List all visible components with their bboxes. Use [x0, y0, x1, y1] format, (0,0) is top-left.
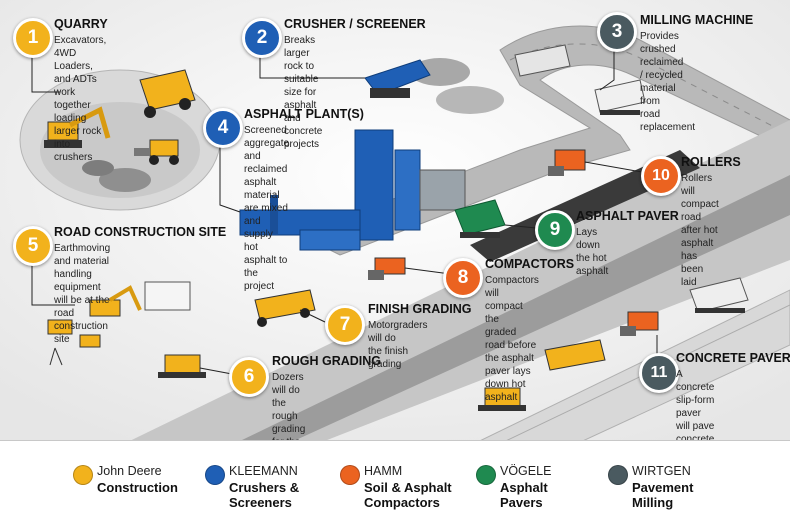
callout-title: MILLING MACHINE: [640, 13, 754, 27]
callout-title: CRUSHER / SCREENER: [284, 17, 426, 31]
callout-title: QUARRY: [54, 17, 108, 31]
brand-legend: John Deere Construction KLEEMANN Crusher…: [0, 440, 790, 519]
legend-product: Construction: [97, 480, 178, 495]
concrete-slipform-paver: [689, 277, 749, 313]
legend-brand: VÖGELE: [500, 464, 552, 478]
callout-desc: Provides crushed reclaimed/ recycled mat…: [640, 31, 696, 133]
legend-brand: John Deere: [97, 464, 162, 478]
callout-title: ROUGH GRADING: [272, 354, 382, 368]
gravel-piles: [410, 58, 504, 114]
legend-product: Crushers & Screeners: [229, 480, 300, 510]
legend-swatch: [73, 465, 93, 485]
concrete-road: [480, 289, 790, 440]
badge-6: 6: [229, 357, 269, 397]
legend-swatch: [205, 465, 225, 485]
badge-11: 11: [639, 353, 679, 393]
badge-4: 4: [203, 108, 243, 148]
callout-title: CONCRETE PAVER: [676, 351, 790, 365]
leader-lines: [31, 47, 658, 375]
roller-lower: [620, 311, 659, 336]
asphalt-plant: [239, 129, 466, 251]
callout-title: ASPHALT PLANT(S): [244, 107, 364, 121]
badge-10: 10: [641, 156, 681, 196]
articulated-dump-truck: [139, 69, 196, 118]
compactor: [368, 257, 406, 280]
badge-5: 5: [13, 226, 53, 266]
legend-product: Asphalt Pavers: [500, 480, 548, 510]
site-trailer: [144, 281, 191, 311]
badge-7: 7: [325, 305, 365, 345]
badge-2: 2: [242, 18, 282, 58]
quarry-machines: [44, 69, 196, 165]
legend-brand: HAMM: [364, 464, 403, 478]
dozer-lower: [478, 387, 526, 411]
callout-desc: Lays down the hot asphalt: [576, 227, 609, 277]
legend-product: Pavement Milling: [632, 480, 694, 510]
excavator: [44, 106, 111, 148]
badge-8: 8: [443, 258, 483, 298]
callout-title: FINISH GRADING: [368, 302, 472, 316]
legend-brand: KLEEMANN: [229, 464, 298, 478]
dozer-upper: [158, 354, 206, 378]
callout-title: ASPHALT PAVER: [576, 209, 679, 223]
crusher-screener: [364, 59, 431, 98]
callout-title: ROAD CONSTRUCTION SITE: [54, 225, 227, 239]
callout-title: ROLLERS: [681, 155, 741, 169]
motorgrader-lower: [544, 339, 606, 371]
legend-brand: WIRTGEN: [632, 464, 691, 478]
legend-swatch: [608, 465, 628, 485]
badge-9: 9: [535, 210, 575, 250]
road-machines: [158, 149, 749, 411]
site-machines: [47, 281, 191, 366]
badge-1: 1: [13, 18, 53, 58]
legend-swatch: [340, 465, 360, 485]
wheel-loader: [134, 139, 179, 165]
legend-product: Soil & Asphalt Compactors: [364, 480, 452, 510]
milling-machine: [514, 44, 646, 115]
badge-3: 3: [597, 12, 637, 52]
legend-swatch: [476, 465, 496, 485]
callout-title: COMPACTORS: [485, 257, 575, 271]
roller: [548, 149, 586, 176]
motorgrader-upper: [254, 289, 316, 327]
